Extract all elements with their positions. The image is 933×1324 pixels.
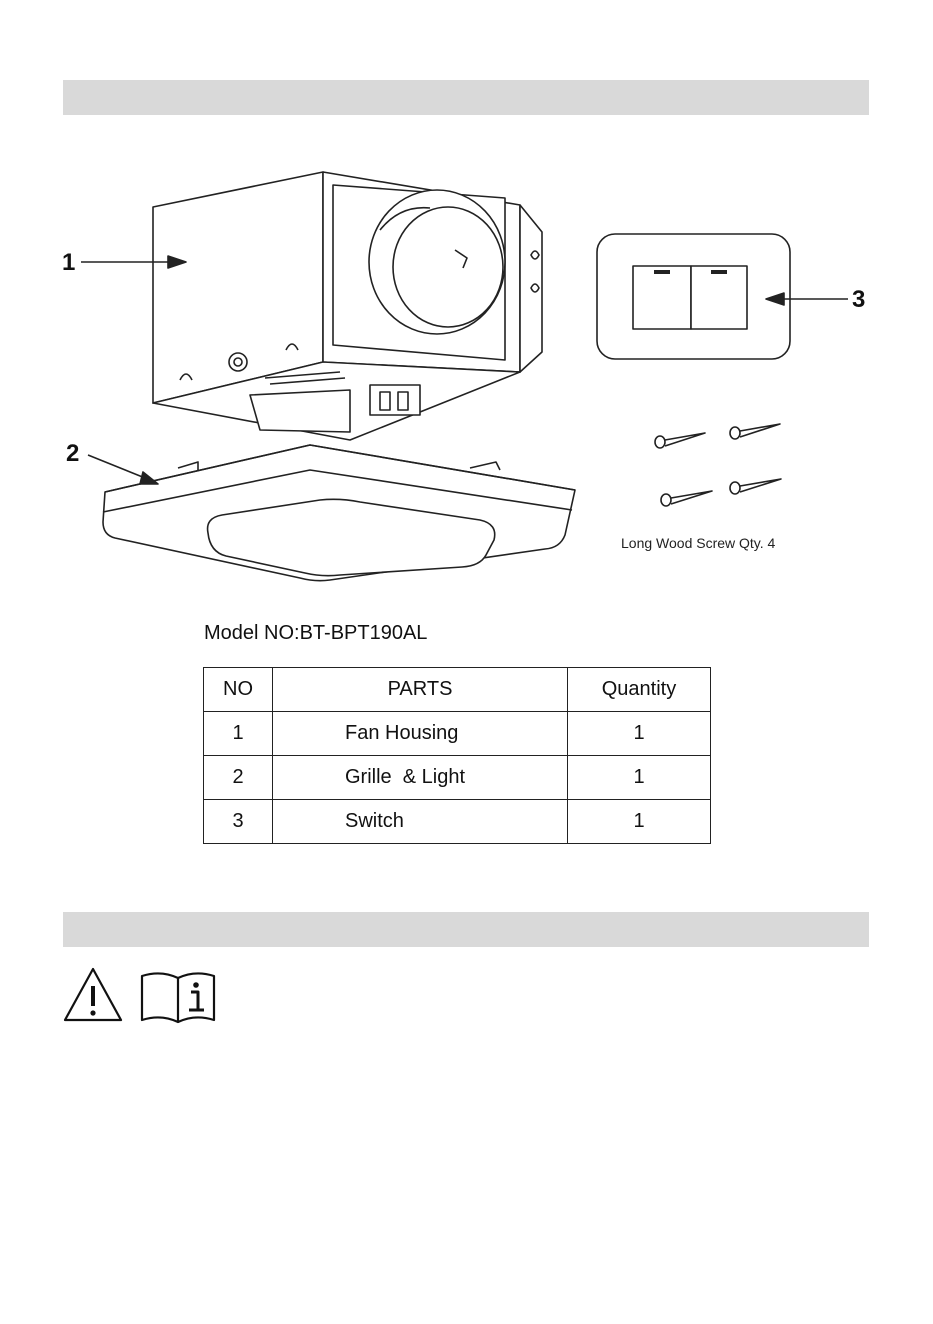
- row-qty: 1: [568, 756, 711, 800]
- row-qty: 1: [568, 712, 711, 756]
- header-quantity: Quantity: [568, 668, 711, 712]
- table-row: 1 Fan Housing 1: [204, 712, 711, 756]
- manual-info-icon: [142, 973, 214, 1022]
- row-no: 1: [204, 712, 273, 756]
- header-parts: PARTS: [273, 668, 568, 712]
- row-part: Switch: [273, 810, 404, 833]
- section-header-band-top: [63, 80, 869, 115]
- callout-3: 3: [852, 286, 865, 313]
- row-part: Fan Housing: [273, 722, 458, 745]
- row-no: 3: [204, 800, 273, 844]
- parts-illustration: 1 2 3 Long Wood Screw Qty. 4: [0, 150, 933, 600]
- table-row: 3 Switch 1: [204, 800, 711, 844]
- safety-symbols: [63, 966, 223, 1026]
- table-row: 2 Grille & Light 1: [204, 756, 711, 800]
- grille-light-drawing: [103, 445, 575, 581]
- row-qty: 1: [568, 800, 711, 844]
- screws-drawing: [655, 424, 781, 506]
- section-header-band-bottom: [63, 912, 869, 947]
- row-no: 2: [204, 756, 273, 800]
- switch-drawing: [597, 234, 790, 359]
- row-part: Grille & Light: [273, 766, 465, 789]
- parts-table: NO PARTS Quantity 1 Fan Housing 1 2 Gril…: [203, 667, 711, 844]
- model-number: Model NO:BT-BPT190AL: [204, 622, 427, 645]
- header-no: NO: [204, 668, 273, 712]
- callout-1: 1: [62, 249, 75, 276]
- fan-housing-drawing: [153, 172, 542, 440]
- screw-caption: Long Wood Screw Qty. 4: [621, 535, 776, 551]
- callout-2: 2: [66, 440, 79, 467]
- table-header-row: NO PARTS Quantity: [204, 668, 711, 712]
- warning-icon: [65, 969, 121, 1020]
